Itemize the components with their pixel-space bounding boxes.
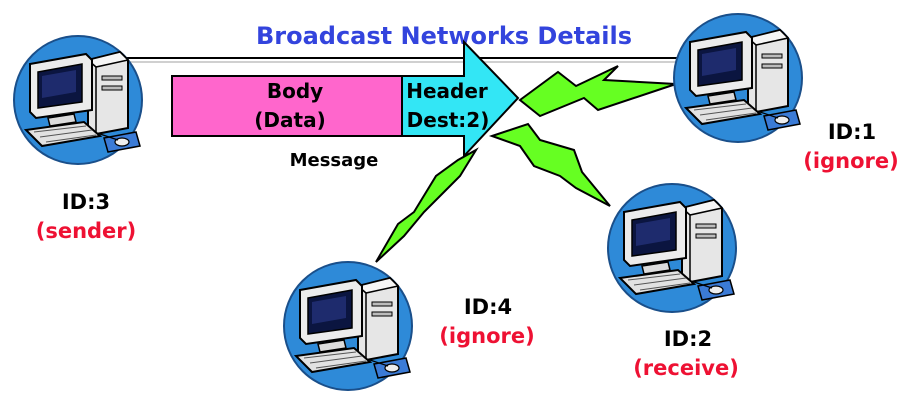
message-header-line2: Dest:2) [407,108,490,132]
computer-icon-id1 [673,13,803,143]
lightning-bolt-to-id2 [488,122,611,207]
message-body-box [171,75,403,137]
diagram-title: Broadcast Networks Details [256,22,632,50]
node-role-4: (ignore) [439,324,534,348]
node-role-1: (ignore) [803,149,898,173]
message-header-arrow [401,39,520,159]
message-label: Message [290,150,379,171]
lightning-bolt-to-id4 [375,147,479,263]
computer-icon-sender [13,35,143,165]
node-role-sender: (sender) [36,219,137,243]
message-body-line1: Body [267,79,323,103]
lightning-bolt-to-id1 [518,65,677,118]
node-id-4: ID:4 [464,295,512,319]
node-id-2: ID:2 [664,327,712,351]
node-role-2: (receive) [633,356,739,380]
computer-icon-id2 [607,183,737,313]
node-id-sender: ID:3 [62,190,110,214]
message-body-line2: (Data) [254,108,325,132]
computer-icon-id4 [283,261,413,391]
node-id-1: ID:1 [828,120,876,144]
message-header-line1: Header [406,79,488,103]
